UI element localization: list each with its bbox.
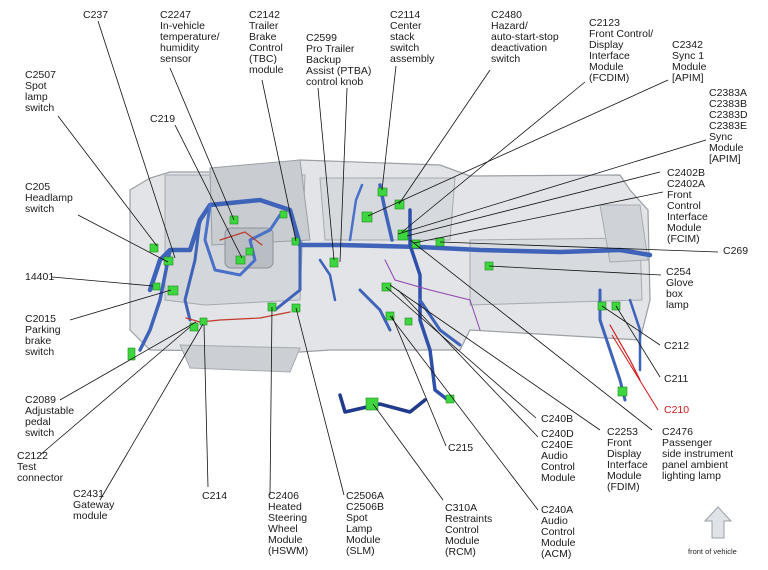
label-c210: C210 [664, 404, 690, 416]
label-c2015: C2015 Parking brake switch [25, 313, 61, 358]
label-14401: 14401 [25, 271, 55, 283]
label-c240b: C240B [541, 413, 574, 425]
label-c2507: C2507 Spot lamp switch [25, 69, 56, 114]
label-c2142: C2142 Trailer Brake Control (TBC) module [249, 9, 284, 76]
label-c2342: C2342 Sync 1 Module [APIM] [672, 39, 707, 84]
label-c2506: C2506A C2506B Spot Lamp Module (SLM) [346, 490, 384, 557]
label-c2122: C2122 Test connector [17, 450, 64, 484]
label-c2247: C2247 In-vehicle temperature/ humidity s… [160, 9, 220, 65]
label-c212: C212 [664, 340, 690, 352]
label-c214: C214 [202, 490, 228, 502]
leader-lines [39, 20, 719, 511]
label-c2476: C2476 Passenger side instrument panel am… [662, 426, 734, 482]
c210-leader [611, 334, 659, 411]
instrument-panel-illustration [129, 159, 651, 373]
up-arrow-icon [703, 506, 733, 539]
label-c240a: C240A Audio Control Module (ACM) [541, 504, 576, 560]
label-c2089: C2089 Adjustable pedal switch [25, 394, 75, 439]
label-c2253: C2253 Front Display Interface Module (FD… [607, 426, 648, 493]
label-c254: C254 Glove box lamp [666, 266, 694, 311]
label-c310a: C310A Restraints Control Module (RCM) [445, 502, 493, 558]
label-c2383: C2383A C2383B C2383D C2383E Sync Module … [709, 87, 748, 165]
label-c240d: C240D C240E Audio Control Module [541, 428, 576, 484]
label-c211: C211 [664, 373, 689, 385]
label-c2123: C2123 Front Control/ Display Interface M… [589, 17, 654, 84]
label-c2431: C2431 Gateway module [73, 488, 115, 522]
label-c205: C205 Headlamp switch [25, 181, 73, 215]
label-c2402: C2402B C2402A Front Control Interface Mo… [667, 167, 708, 245]
label-c219: C219 [150, 113, 176, 125]
front-of-vehicle-caption: front of vehicle [688, 547, 737, 556]
label-c2480: C2480 Hazard/ auto-start-stop deactivati… [491, 9, 559, 65]
label-c2599: C2599 Pro Trailer Backup Assist (PTBA) c… [306, 32, 372, 88]
label-c237: C237 [83, 9, 109, 21]
label-c215: C215 [448, 442, 474, 454]
label-c2406: C2406 Heated Steering Wheel Module (HSWM… [268, 490, 309, 557]
label-c2114: C2114 Center stack switch assembly [390, 9, 435, 65]
label-c269: C269 [723, 245, 749, 257]
